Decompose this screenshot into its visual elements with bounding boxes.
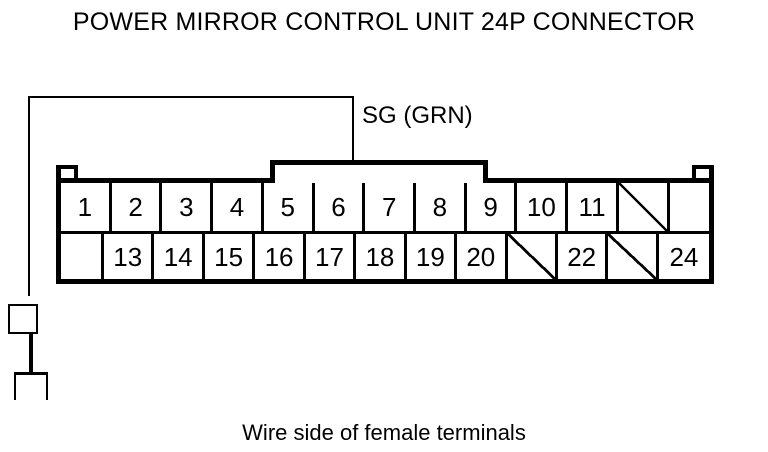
callout-leader-vertical-left <box>28 96 30 296</box>
connector-body-left-edge <box>56 178 61 284</box>
terminal-symbol-small-top-edge <box>14 372 48 375</box>
unused-cavity <box>608 234 659 279</box>
unused-cavity <box>618 183 670 231</box>
pin-cavity-6: 6 <box>314 183 366 231</box>
pin-cavity-4: 4 <box>213 183 264 231</box>
pin-cavity-22: 22 <box>557 234 609 279</box>
pin-cavity-13: 13 <box>104 234 155 279</box>
cavity-spacer <box>669 183 709 231</box>
connector-notch-right-top <box>692 165 714 169</box>
connector-body-bottom-edge <box>56 279 714 284</box>
terminal-connector-line <box>29 334 33 374</box>
connector-body-top-edge-left <box>56 178 274 183</box>
pin-cavity-16: 16 <box>255 234 306 279</box>
diagram-caption: Wire side of female terminals <box>242 420 526 445</box>
pin-cavity-2: 2 <box>111 183 163 231</box>
connector-notch-left-outer <box>56 165 61 183</box>
pin-cavity-24: 24 <box>658 234 710 279</box>
pin-row-divider <box>61 231 709 234</box>
cavity-spacer <box>61 234 104 279</box>
pin-cavity-9: 9 <box>466 183 518 231</box>
pin-cavity-17: 17 <box>305 234 357 279</box>
pin-cavity-15: 15 <box>204 234 256 279</box>
pin-cavity-3: 3 <box>162 183 214 231</box>
connector-body-top-edge-right <box>484 178 714 183</box>
connector-body-right-edge <box>709 178 714 284</box>
terminal-symbol-large <box>8 304 38 334</box>
unused-cavity <box>507 234 558 279</box>
pin-cavity-18: 18 <box>356 234 407 279</box>
callout-leader-vertical-sg <box>352 96 354 161</box>
pin-cavity-8: 8 <box>416 183 467 231</box>
connector-latch-tab-right <box>483 160 488 183</box>
callout-leader-horizontal <box>28 96 354 98</box>
page-title: POWER MIRROR CONTROL UNIT 24P CONNECTOR <box>72 8 696 36</box>
pin-cavity-7: 7 <box>365 183 417 231</box>
connector-notch-right-outer <box>709 165 714 183</box>
pin-cavity-5: 5 <box>263 183 315 231</box>
connector-notch-left-top <box>56 165 78 169</box>
pin-cavity-1: 1 <box>61 183 112 231</box>
connector-latch-tab-left <box>270 160 275 183</box>
connector-notch-right-inner <box>692 165 696 183</box>
pin-cavity-14: 14 <box>154 234 205 279</box>
pin-cavity-11: 11 <box>568 183 619 231</box>
sg-wire-label: SG (GRN) <box>362 102 473 129</box>
terminal-symbol-small-left-edge <box>14 372 16 400</box>
connector-notch-left-inner <box>74 165 78 183</box>
pin-cavity-10: 10 <box>517 183 569 231</box>
pin-cavity-19: 19 <box>406 234 458 279</box>
terminal-symbol-small-right-edge <box>46 372 48 400</box>
pin-cavity-20: 20 <box>457 234 508 279</box>
connector-latch-tab-top <box>270 160 488 165</box>
